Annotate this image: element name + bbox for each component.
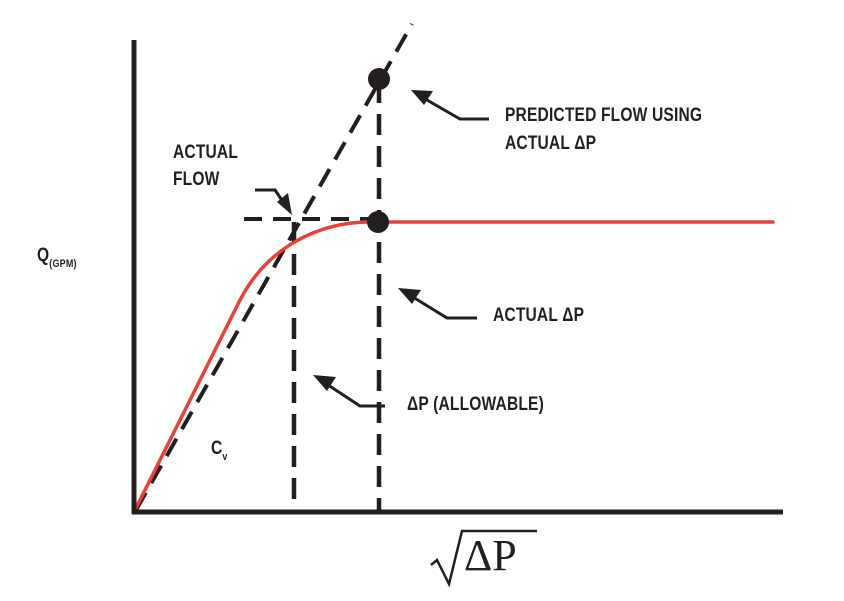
y-axis-label: Q(GPM) bbox=[37, 244, 77, 270]
predicted-flow-point bbox=[368, 68, 390, 90]
allowable-dp-arrow bbox=[313, 375, 385, 408]
cv-label-sub: v bbox=[222, 451, 228, 463]
sqrt-radical-icon bbox=[430, 529, 537, 588]
predicted-flow-label-line1: PREDICTED FLOW USING bbox=[505, 105, 703, 126]
cv-label: Cv bbox=[211, 437, 228, 463]
predicted-flow-label-line2: ACTUAL ΔP bbox=[505, 133, 597, 154]
actual-flow-label-line2: FLOW bbox=[173, 169, 220, 190]
predicted-flow-arrow bbox=[411, 90, 489, 121]
y-axis-label-unit: (GPM) bbox=[49, 258, 77, 270]
predicted-flow-dashed-line bbox=[134, 23, 414, 511]
y-axis-label-main: Q bbox=[37, 245, 50, 266]
actual-flow-arrow bbox=[255, 188, 292, 215]
cv-label-main: C bbox=[211, 438, 223, 459]
actual-dp-label: ACTUAL ΔP bbox=[493, 305, 585, 326]
allowable-dp-label: ΔP (ALLOWABLE) bbox=[407, 394, 544, 415]
actual-flow-curve bbox=[132, 220, 775, 514]
actual-dp-arrow bbox=[398, 288, 477, 320]
x-axis-label: ΔP bbox=[464, 531, 517, 580]
actual-flow-label-line1: ACTUAL bbox=[173, 142, 239, 163]
actual-flow-point bbox=[367, 211, 389, 233]
